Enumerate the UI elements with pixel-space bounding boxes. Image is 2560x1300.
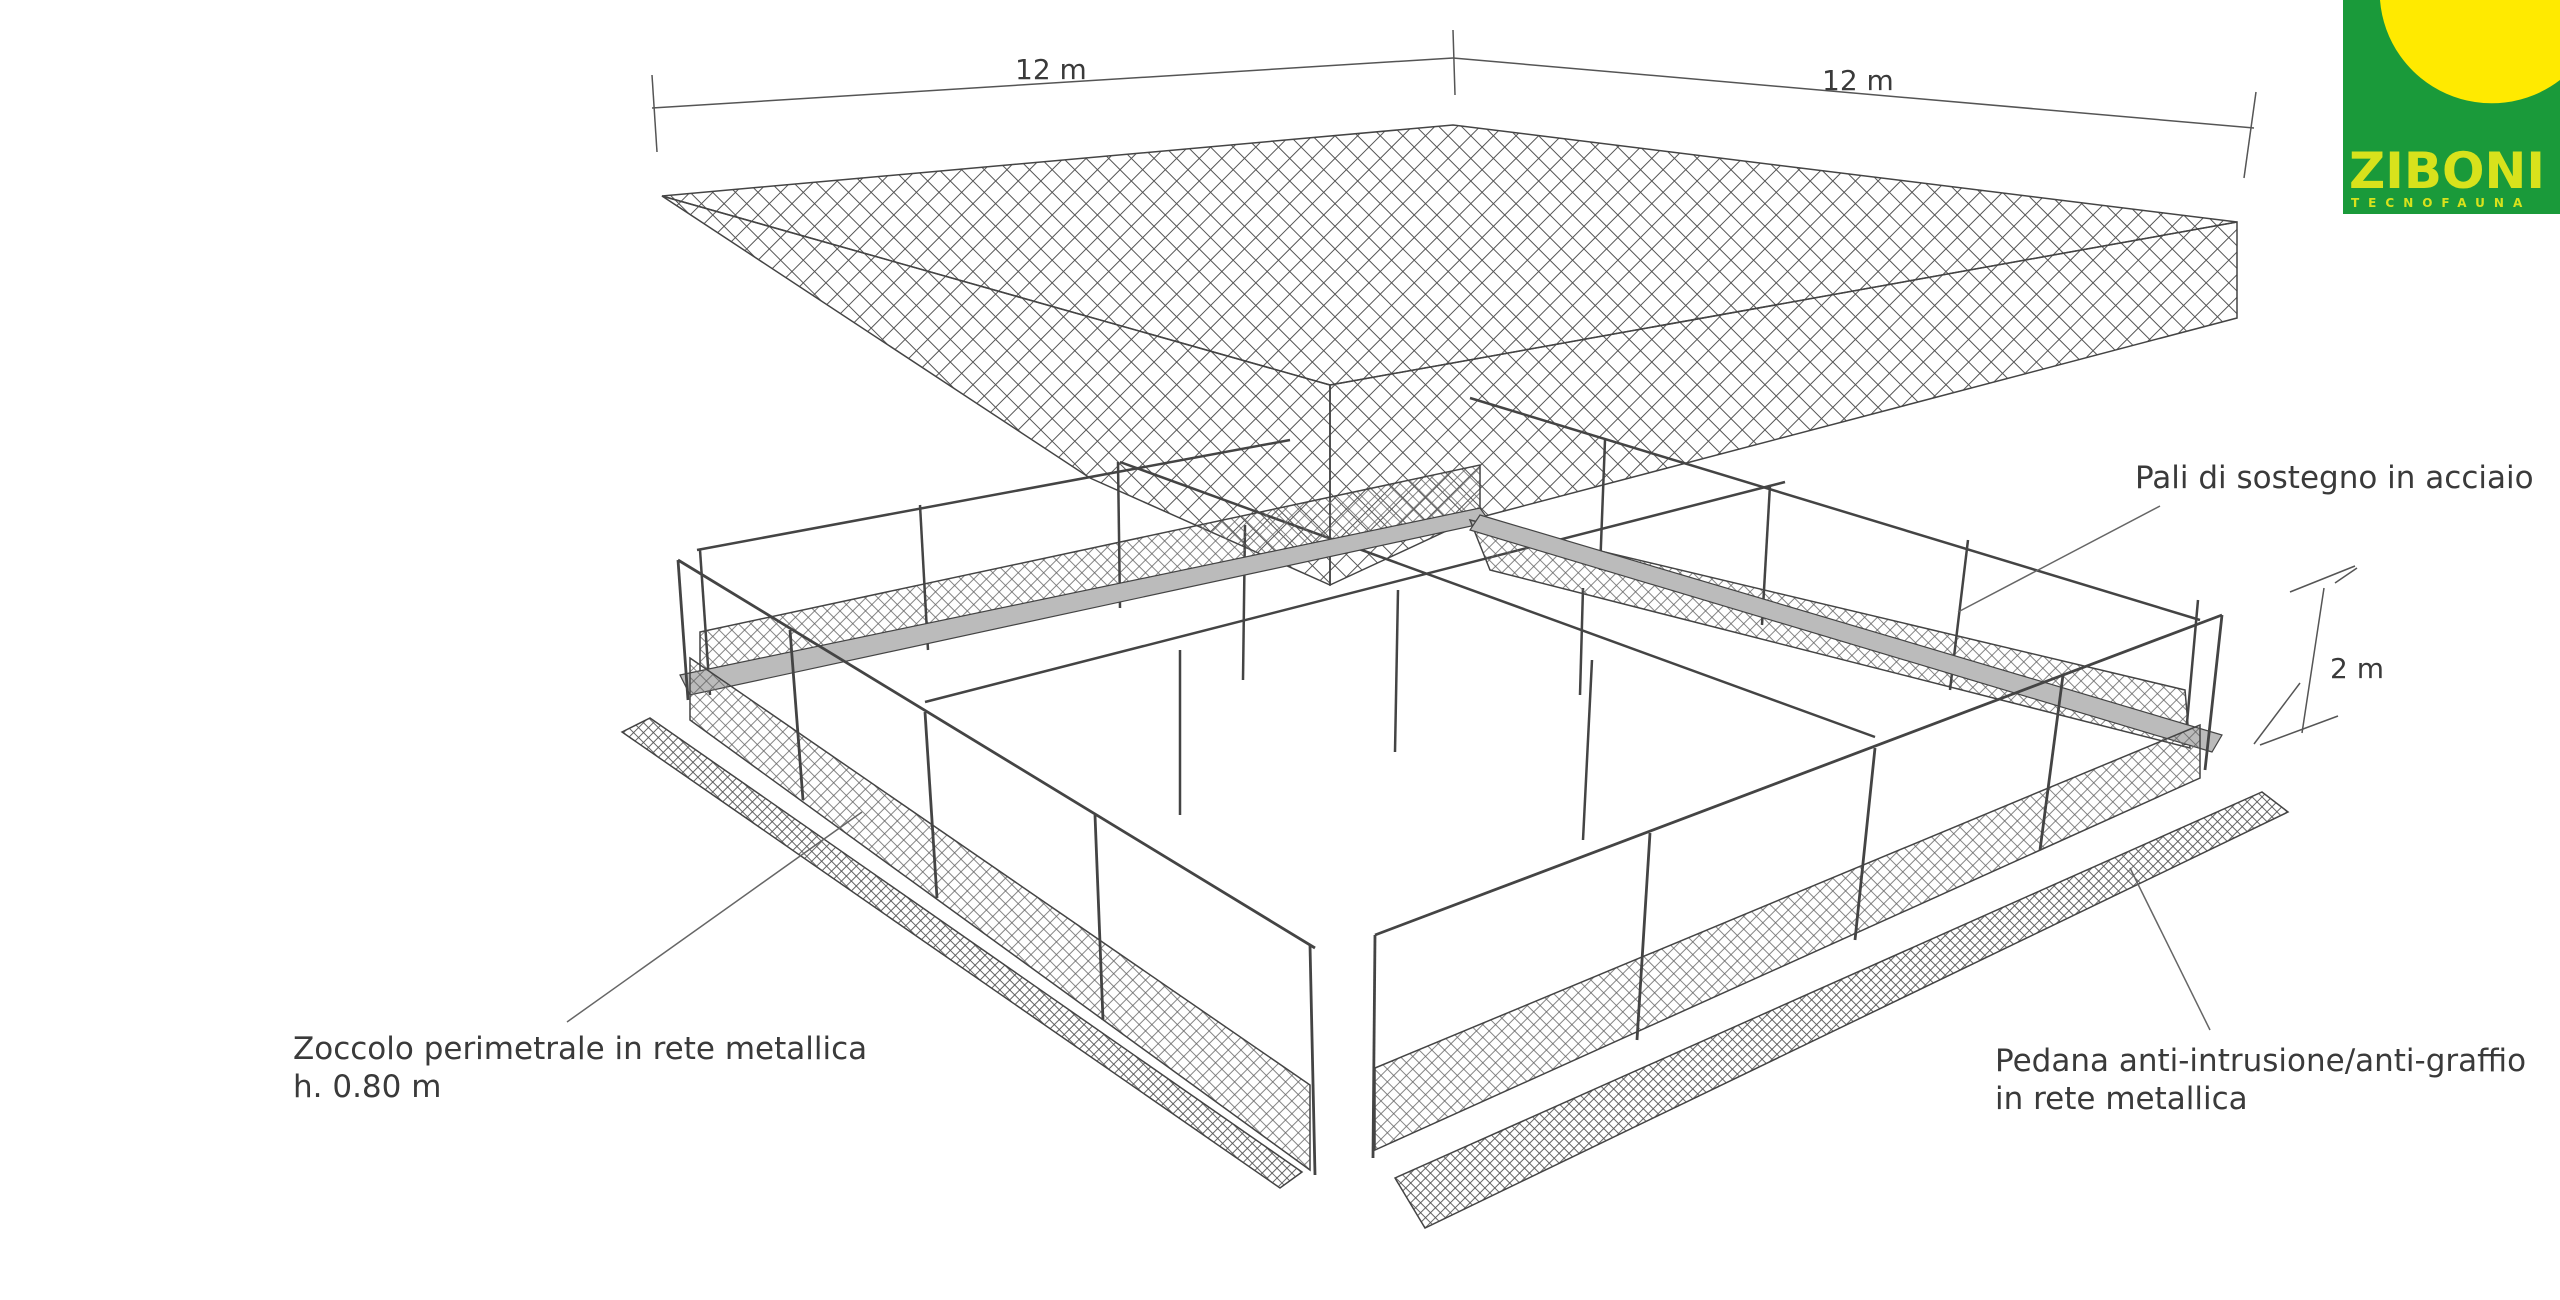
height-label: 2 m: [2330, 652, 2384, 685]
platform-right: [1393, 791, 2290, 1229]
leader-lines: [566, 505, 2211, 1031]
fence-back-right: [1468, 396, 2223, 753]
fence-front-right-mesh: [1374, 723, 2201, 1152]
platform-label-line2: in rete metallica: [1995, 1081, 2248, 1117]
platform-left: [620, 717, 1304, 1189]
plinth-label-line2: h. 0.80 m: [293, 1069, 441, 1105]
fence-front-left: [676, 558, 1317, 1176]
logo-tagline: TECNOFAUNA: [2351, 196, 2531, 210]
width-right-label: 12 m: [1822, 64, 1894, 97]
fence-front-left-mesh: [689, 656, 1311, 1172]
dimension-lines: [651, 29, 2358, 746]
poles-label: Pali di sostegno in acciaio: [2135, 460, 2534, 496]
platform-label-line1: Pedana anti-intrusione/anti-graffio: [1995, 1043, 2526, 1079]
logo-name: ZIBONI: [2349, 142, 2545, 200]
fence-front-right: [1371, 613, 2224, 1159]
width-left-label: 12 m: [1015, 53, 1087, 86]
roof-net: [661, 124, 2238, 587]
ziboni-logo: ZIBONI TECNOFAUNA: [2343, 0, 2560, 214]
plinth-label-line1: Zoccolo perimetrale in rete metallica: [293, 1031, 867, 1067]
interior-frame: [924, 460, 1876, 841]
fence-back-left: [679, 438, 1492, 696]
